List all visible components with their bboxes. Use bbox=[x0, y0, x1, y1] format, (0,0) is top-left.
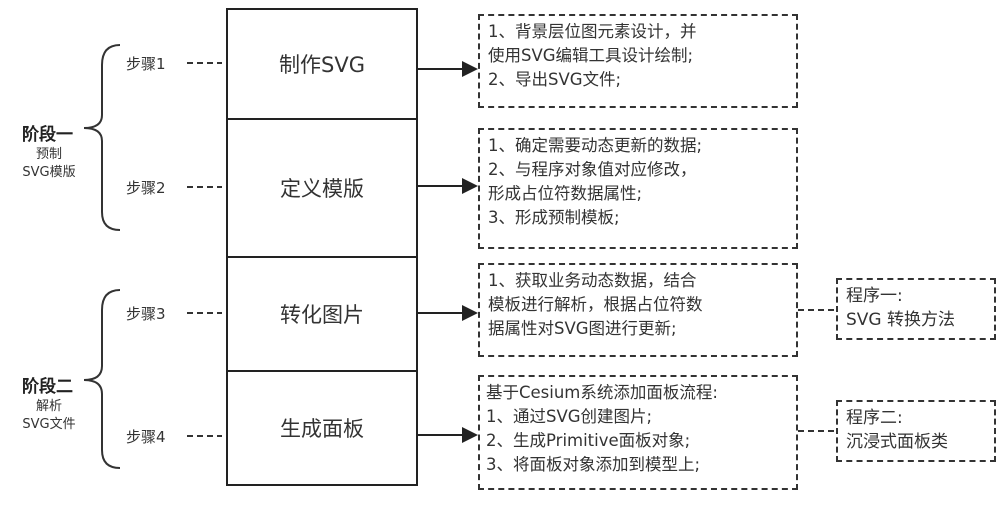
stage1-subtitle-line: 预制 bbox=[35, 147, 62, 162]
program2-box: 程序二: 沉浸式面板类 bbox=[836, 400, 996, 462]
step3-box: 转化图片 bbox=[226, 256, 418, 372]
step1-description: 1、背景层位图元素设计，并 使用SVG编辑工具设计绘制; 2、导出SVG文件; bbox=[478, 14, 798, 108]
stage2-subtitle-line: SVG文件 bbox=[22, 417, 76, 432]
stage2-title: 阶段二 bbox=[22, 377, 73, 397]
stage1-subtitle-line: SVG模版 bbox=[22, 165, 76, 180]
stage1-subtitle: 预制 SVG模版 bbox=[14, 146, 84, 182]
step3-label: 步骤3 bbox=[126, 305, 166, 323]
step1-box: 制作SVG bbox=[226, 8, 418, 120]
stage1-brace bbox=[83, 44, 121, 231]
step2-box: 定义模版 bbox=[226, 118, 418, 258]
stage1-title: 阶段一 bbox=[22, 125, 73, 145]
step3-description: 1、获取业务动态数据，结合 模板进行解析，根据占位符数 据属性对SVG图进行更新… bbox=[478, 263, 798, 357]
step2-label: 步骤2 bbox=[126, 179, 166, 197]
stage2-subtitle: 解析 SVG文件 bbox=[14, 398, 84, 434]
stage2-subtitle-line: 解析 bbox=[35, 399, 62, 414]
step4-box: 生成面板 bbox=[226, 370, 418, 486]
step4-label: 步骤4 bbox=[126, 428, 166, 446]
program1-box: 程序一: SVG 转换方法 bbox=[836, 278, 996, 340]
step1-label: 步骤1 bbox=[126, 55, 166, 73]
step4-description: 基于Cesium系统添加面板流程: 1、通过SVG创建图片; 2、生成Primi… bbox=[478, 375, 798, 490]
step2-description: 1、确定需要动态更新的数据; 2、与程序对象值对应修改， 形成占位符数据属性; … bbox=[478, 128, 798, 249]
stage2-brace bbox=[83, 289, 121, 469]
